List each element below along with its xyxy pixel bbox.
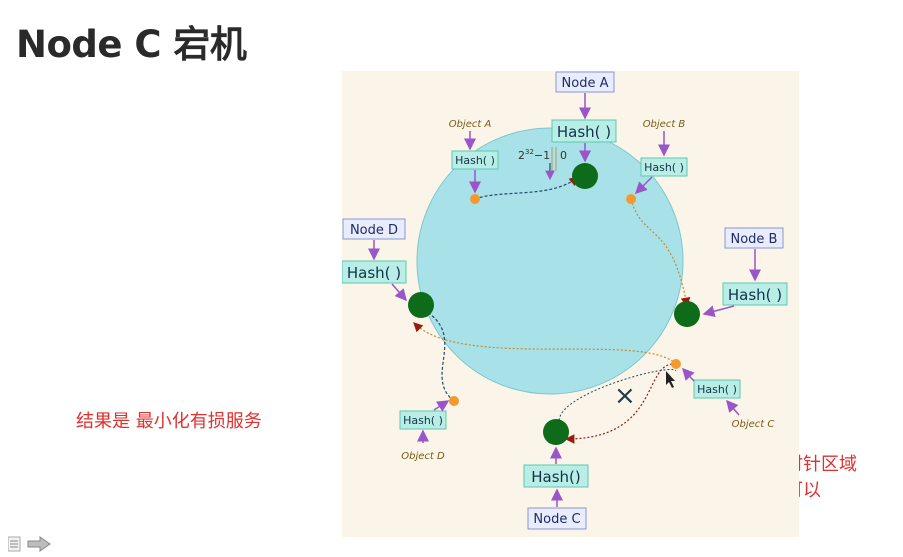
node-c-hash: Hash() <box>531 468 581 486</box>
object-d-group: Hash( ) Object D <box>399 400 450 462</box>
node-b-group: Node B Hash( ) <box>702 227 788 318</box>
node-b-label: Node B <box>731 232 778 247</box>
consistent-hash-ring-diagram: 232−1 0 × Node A <box>341 71 799 537</box>
ring-zero-label: 0 <box>560 149 567 162</box>
path-object-b-to-node-b <box>630 198 691 308</box>
ring-top-label-exp: 32 <box>525 148 534 156</box>
node-d-hash: Hash( ) <box>347 264 401 282</box>
node-b-point <box>674 301 700 327</box>
object-c-point <box>671 359 681 369</box>
slide-menu-icon[interactable] <box>7 536 21 552</box>
object-b-label: Object B <box>643 119 686 130</box>
object-a-label: Object A <box>449 119 492 130</box>
path-object-d-to-node-d <box>420 308 455 402</box>
path-node-c-inner <box>558 369 677 434</box>
object-a-point <box>470 194 480 204</box>
node-c-point <box>543 419 569 445</box>
node-d-label: Node D <box>350 223 398 238</box>
mouse-cursor <box>666 371 675 388</box>
next-slide-arrow-icon[interactable] <box>27 536 51 552</box>
object-a-group: Object A Hash( ) <box>449 119 499 194</box>
node-d-group: Node D Hash( ) <box>341 218 407 302</box>
hash-ring-svg: 232−1 0 × Node A <box>341 71 788 530</box>
object-b-point <box>626 194 636 204</box>
path-object-c-to-node-d <box>413 322 677 365</box>
ring-top-label-base: 2 <box>518 149 525 162</box>
node-a-label: Node A <box>562 76 609 91</box>
slide-nav-controls <box>7 535 56 553</box>
object-c-hash: Hash( ) <box>697 383 737 396</box>
object-b-group: Object B Hash( ) <box>634 119 688 195</box>
node-c-group: Node C Hash() <box>523 446 589 530</box>
page-title: Node C 宕机 <box>16 23 247 66</box>
object-d-point <box>449 396 459 406</box>
object-b-hash: Hash( ) <box>644 161 684 174</box>
ring-top-label-rest: −1 <box>534 149 550 162</box>
path-object-c-to-node-c-failed <box>564 363 677 444</box>
object-d-hash: Hash( ) <box>403 414 443 427</box>
node-c-label: Node C <box>533 512 580 527</box>
path-object-a-to-node-a <box>474 176 579 200</box>
object-c-label: Object C <box>732 419 775 430</box>
hash-ring <box>416 127 684 395</box>
object-a-hash: Hash( ) <box>455 154 495 167</box>
node-a-point <box>572 163 598 189</box>
object-d-label: Object D <box>401 451 445 462</box>
failed-region-marker: × <box>614 381 636 411</box>
node-d-point <box>408 292 434 318</box>
node-a-hash: Hash( ) <box>557 123 611 141</box>
ring-origin-label: 232−1 0 <box>518 147 567 181</box>
result-note: 结果是 最小化有损服务 <box>76 411 262 432</box>
node-a-group: Node A Hash( ) <box>551 71 617 163</box>
node-b-hash: Hash( ) <box>728 286 782 304</box>
object-c-group: Hash( ) Object C <box>681 367 775 430</box>
svg-text:232−1: 232−1 <box>518 148 550 162</box>
